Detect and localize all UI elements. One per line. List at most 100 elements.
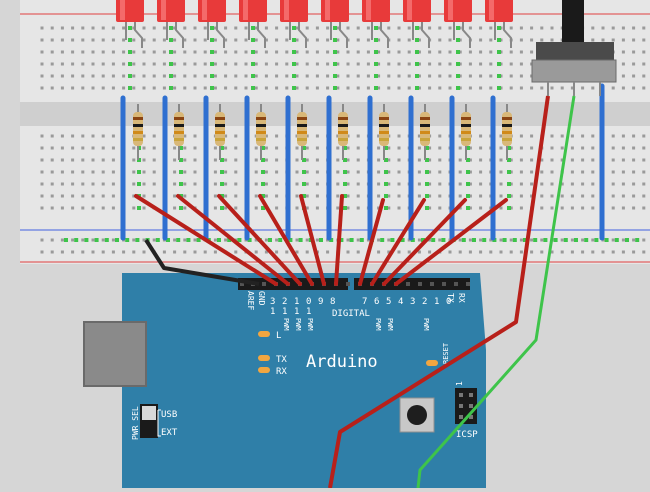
breadboard-hole — [173, 170, 177, 174]
breadboard-hole — [71, 206, 75, 210]
breadboard-hole — [50, 182, 54, 186]
resistor-band — [379, 124, 389, 127]
breadboard-hole — [193, 158, 197, 162]
breadboard-hole — [336, 134, 340, 138]
breadboard-hole — [407, 238, 411, 242]
breadboard-hole — [479, 158, 483, 162]
breadboard-hole — [581, 194, 585, 198]
connected-hole — [137, 182, 141, 186]
breadboard-hole — [468, 182, 472, 186]
breadboard-hole — [519, 158, 523, 162]
breadboard-hole — [91, 38, 95, 42]
breadboard-hole — [499, 206, 503, 210]
pin-label-high: 1 — [294, 297, 299, 307]
breadboard-hole — [132, 26, 136, 30]
breadboard-hole — [397, 194, 401, 198]
breadboard-hole — [550, 134, 554, 138]
breadboard-hole — [122, 38, 126, 42]
breadboard-hole — [91, 74, 95, 78]
breadboard-hole — [101, 194, 105, 198]
breadboard-hole — [642, 50, 646, 54]
breadboard-hole — [621, 146, 625, 150]
breadboard-hole — [417, 250, 421, 254]
breadboard-hole — [152, 62, 156, 66]
connected-hole — [343, 170, 347, 174]
breadboard-hole — [632, 62, 636, 66]
breadboard-hole — [264, 50, 268, 54]
connected-hole — [210, 74, 214, 78]
breadboard-hole — [550, 194, 554, 198]
resistor-band — [174, 117, 184, 120]
breadboard-hole — [560, 134, 564, 138]
breadboard-hole — [458, 206, 462, 210]
breadboard-hole — [366, 238, 370, 242]
label-gnd: GND — [257, 291, 266, 306]
breadboard-hole — [417, 170, 421, 174]
breadboard-hole — [122, 62, 126, 66]
red-wire — [370, 198, 426, 286]
breadboard-hole — [519, 182, 523, 186]
header-high — [238, 278, 348, 290]
breadboard-hole — [499, 146, 503, 150]
rail-connected-hole — [584, 238, 589, 242]
breadboard-hole — [509, 62, 513, 66]
connected-hole — [466, 170, 470, 174]
pot-top — [536, 42, 614, 62]
led-row — [116, 0, 513, 48]
breadboard-hole — [346, 238, 350, 242]
resistor-icon — [338, 112, 348, 146]
breadboard-hole — [71, 250, 75, 254]
breadboard-hole — [448, 250, 452, 254]
rail-connected-hole — [319, 238, 323, 242]
breadboard-hole — [305, 62, 309, 66]
breadboard-hole — [254, 158, 258, 162]
resistor-band — [502, 117, 512, 120]
breadboard-hole — [479, 74, 483, 78]
breadboard-hole — [224, 182, 228, 186]
breadboard-hole — [173, 62, 177, 66]
breadboard-hole — [213, 38, 217, 42]
breadboard-hole — [40, 250, 44, 254]
breadboard-hole — [60, 238, 64, 242]
breadboard-hole — [173, 146, 177, 150]
breadboard-hole — [560, 182, 564, 186]
breadboard-hole — [509, 86, 513, 90]
breadboard-hole — [356, 74, 360, 78]
breadboard-hole — [132, 182, 136, 186]
breadboard-hole — [264, 238, 268, 242]
breadboard-hole — [377, 62, 381, 66]
breadboard-hole — [326, 38, 330, 42]
resistor-band — [215, 117, 225, 120]
connected-hole — [292, 86, 296, 90]
breadboard-hole — [591, 134, 595, 138]
rail-connected-hole — [614, 238, 619, 242]
breadboard-hole — [621, 170, 625, 174]
breadboard-hole — [132, 62, 136, 66]
breadboard-hole — [111, 250, 115, 254]
breadboard-hole — [509, 146, 513, 150]
breadboard-hole — [71, 158, 75, 162]
breadboard-hole — [356, 134, 360, 138]
breadboard-hole — [275, 238, 279, 242]
breadboard-hole — [213, 158, 217, 162]
breadboard-hole — [560, 250, 564, 254]
rail-connected-hole — [574, 238, 578, 242]
breadboard-hole — [346, 250, 350, 254]
connected-hole — [210, 26, 214, 30]
breadboard-hole — [234, 146, 238, 150]
red-wire — [258, 194, 314, 286]
breadboard-hole — [489, 238, 493, 242]
breadboard-hole — [234, 158, 238, 162]
breadboard-hole — [377, 50, 381, 54]
breadboard-hole — [397, 86, 401, 90]
icsp-pin — [459, 404, 463, 408]
breadboard-hole — [581, 238, 585, 242]
breadboard-hole — [530, 50, 534, 54]
breadboard-hole — [519, 170, 523, 174]
breadboard-hole — [81, 238, 85, 242]
breadboard-hole — [611, 238, 615, 242]
rail-connected-hole — [390, 238, 395, 242]
breadboard-hole — [173, 50, 177, 54]
breadboard-hole — [509, 206, 513, 210]
breadboard-hole — [540, 158, 544, 162]
